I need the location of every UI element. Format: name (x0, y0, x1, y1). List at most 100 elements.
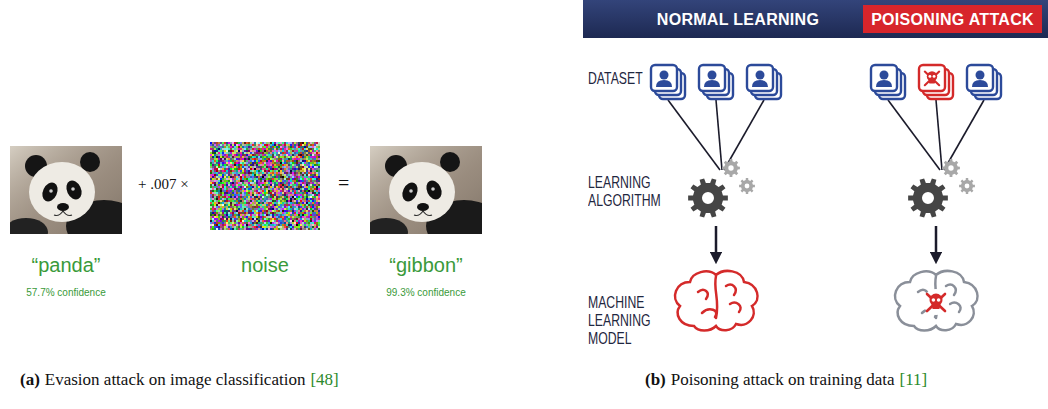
noise-pixel (256, 196, 258, 198)
noise-pixel (308, 182, 310, 184)
noise-pixel (260, 204, 262, 206)
noise-pixel (244, 166, 246, 168)
noise-pixel (258, 204, 260, 206)
noise-pixel (218, 202, 220, 204)
noise-pixel (292, 164, 294, 166)
noise-pixel (302, 142, 304, 144)
noise-pixel (286, 188, 288, 190)
noise-pixel (230, 176, 232, 178)
noise-pixel (302, 210, 304, 212)
noise-pixel (216, 160, 218, 162)
noise-pixel (250, 170, 252, 172)
noise-pixel (306, 142, 308, 144)
noise-pixel (282, 162, 284, 164)
noise-pixel (228, 174, 230, 176)
noise-pixel (228, 158, 230, 160)
noise-pixel (222, 198, 224, 200)
noise-pixel (236, 184, 238, 186)
noise-pixel (268, 194, 270, 196)
noise-pixel (318, 162, 320, 164)
noise-pixel (238, 152, 240, 154)
noise-pixel (260, 182, 262, 184)
noise-pixel (254, 198, 256, 200)
noise-pixel (230, 198, 232, 200)
noise-pixel (248, 156, 250, 158)
noise-pixel (258, 154, 260, 156)
noise-pixel (254, 194, 256, 196)
noise-pixel (222, 178, 224, 180)
noise-pixel (216, 168, 218, 170)
noise-pixel (218, 178, 220, 180)
noise-pixel (304, 164, 306, 166)
noise-pixel (246, 192, 248, 194)
noise-pixel (290, 156, 292, 158)
noise-pixel (220, 148, 222, 150)
noise-pixel (242, 210, 244, 212)
noise-pixel (284, 190, 286, 192)
noise-pixel (266, 202, 268, 204)
noise-pixel (298, 156, 300, 158)
noise-pixel (218, 170, 220, 172)
noise-pixel (230, 200, 232, 202)
noise-pixel (248, 162, 250, 164)
noise-pixel (212, 196, 214, 198)
noise-pixel (242, 194, 244, 196)
noise-pixel (236, 196, 238, 198)
noise-pixel (306, 148, 308, 150)
noise-pixel (260, 194, 262, 196)
noise-pixel (232, 150, 234, 152)
noise-pixel (288, 146, 290, 148)
noise-pixel (220, 172, 222, 174)
noise-pixel (242, 200, 244, 202)
noise-pixel (226, 178, 228, 180)
noise-pixel (240, 142, 242, 144)
noise-pixel (298, 150, 300, 152)
noise-pixel (316, 162, 318, 164)
noise-pixel (212, 182, 214, 184)
noise-pixel (248, 212, 250, 214)
noise-pixel (286, 146, 288, 148)
noise-pixel (314, 178, 316, 180)
noise-pixel (230, 160, 232, 162)
noise-pixel (246, 184, 248, 186)
noise-pixel (220, 190, 222, 192)
noise-pixel (238, 214, 240, 216)
noise-pixel (318, 148, 320, 150)
noise-pixel (244, 164, 246, 166)
noise-pixel (296, 150, 298, 152)
noise-pixel (280, 154, 282, 156)
noise-pixel (268, 178, 270, 180)
noise-pixel (254, 152, 256, 154)
noise-pixel (266, 212, 268, 214)
noise-pixel (220, 178, 222, 180)
noise-pixel (284, 150, 286, 152)
noise-pixel (232, 158, 234, 160)
noise-pixel (242, 212, 244, 214)
noise-pixel (270, 160, 272, 162)
noise-pixel (256, 178, 258, 180)
noise-pixel (248, 182, 250, 184)
noise-pixel (212, 188, 214, 190)
noise-pixel (210, 170, 212, 172)
noise-pixel (236, 214, 238, 216)
noise-pixel (222, 184, 224, 186)
noise-pixel (296, 174, 298, 176)
noise-pixel (308, 180, 310, 182)
noise-pixel (234, 172, 236, 174)
noise-pixel (268, 170, 270, 172)
noise-pixel (282, 170, 284, 172)
noise-pixel (308, 146, 310, 148)
noise-pixel (302, 174, 304, 176)
noise-pixel (310, 166, 312, 168)
noise-pixel (230, 144, 232, 146)
noise-pixel (302, 160, 304, 162)
noise-pixel (246, 160, 248, 162)
noise-pixel (250, 186, 252, 188)
noise-pixel (228, 184, 230, 186)
noise-pixel (296, 192, 298, 194)
noise-pixel (254, 144, 256, 146)
noise-pixel (308, 210, 310, 212)
noise-pixel (318, 174, 320, 176)
noise-pixel (244, 212, 246, 214)
noise-pixel (296, 194, 298, 196)
